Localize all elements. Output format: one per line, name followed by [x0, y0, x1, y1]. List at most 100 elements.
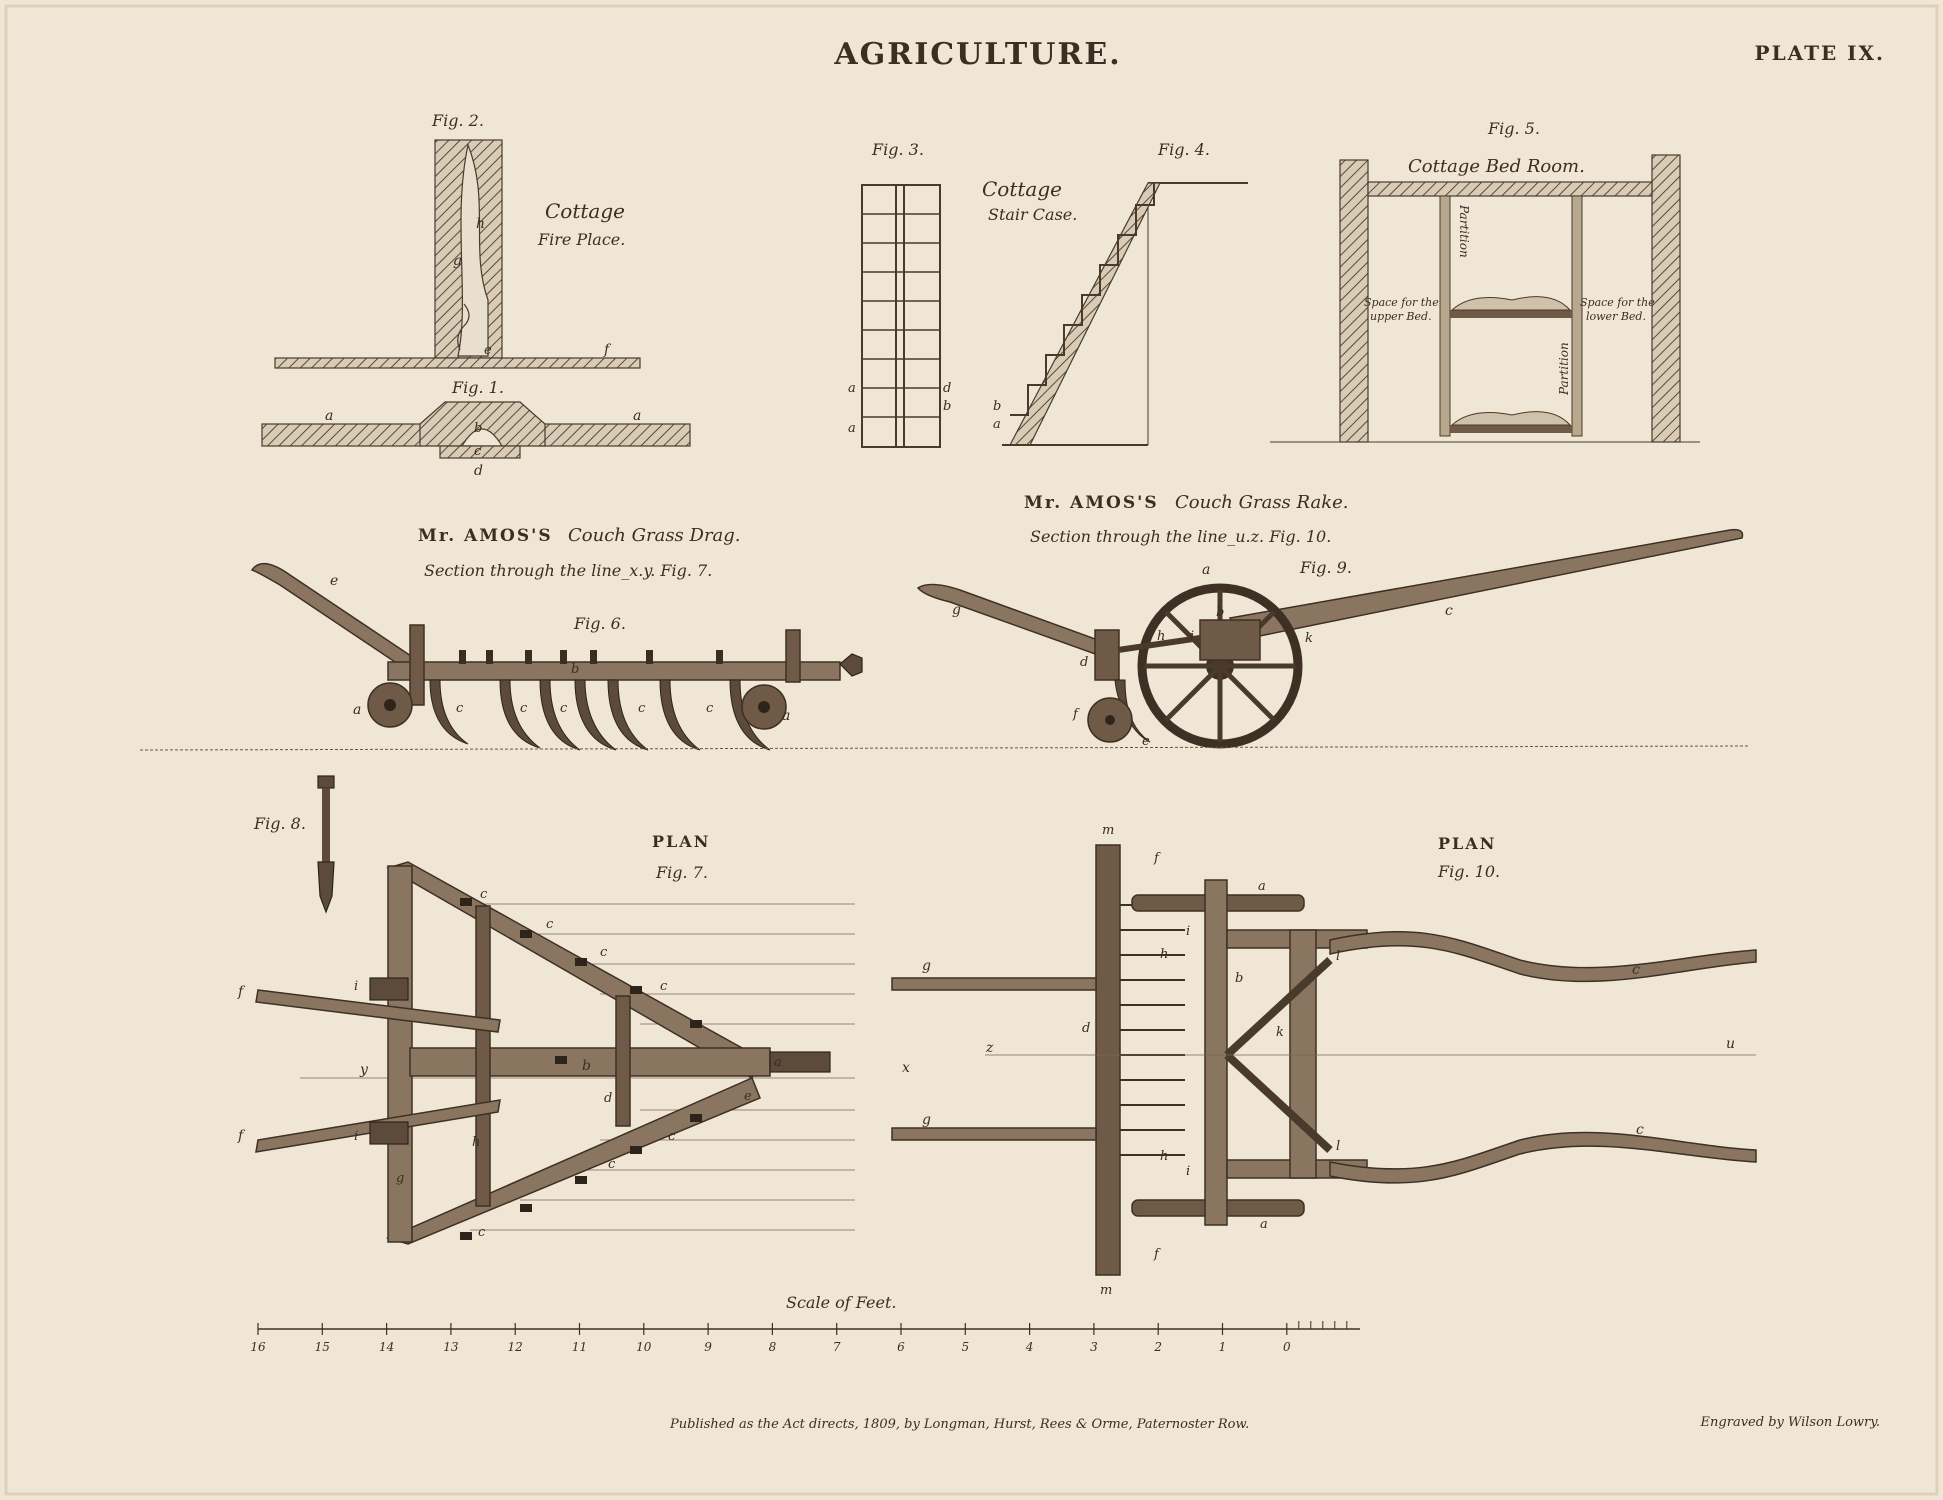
- plan-left-label: PLAN: [652, 832, 710, 851]
- drag-letter-c-2: c: [520, 701, 528, 716]
- upper-mattress: [1450, 296, 1572, 311]
- fig9-label: Fig. 9.: [1299, 558, 1352, 577]
- fig1-letter-b: b: [474, 421, 482, 436]
- ground-line: [139, 745, 1751, 751]
- fig10-rake-plan: PLAN Fig. 10. m m f f a a: [891, 823, 1757, 1298]
- fig7-letter-i-1: i: [354, 979, 358, 994]
- scale-number: 13: [443, 1340, 459, 1354]
- rake-title-name: Mr. AMOS'S: [1024, 493, 1159, 513]
- fig1-fireplace-plan: Fig. 1. a a b c d: [261, 378, 691, 479]
- rake-letter-g: g: [952, 602, 961, 618]
- fig7-letter-c-2: c: [546, 917, 554, 932]
- fig8-tine-bolt: Fig. 8.: [253, 775, 335, 914]
- fig7-letter-g: g: [396, 1171, 404, 1186]
- fig10-letter-u: u: [1726, 1036, 1735, 1052]
- fig10-letter-f-1: f: [1153, 851, 1161, 866]
- fig10-brace-lower: [1224, 1052, 1333, 1153]
- scale-number: 9: [704, 1340, 712, 1354]
- plate-title: AGRICULTURE.: [833, 37, 1121, 72]
- fig7-front-strut: [615, 995, 631, 1127]
- staircase-caption-1: Cottage: [982, 177, 1062, 201]
- fig1-letter-a-right: a: [633, 408, 641, 424]
- scale-number: 0: [1283, 1340, 1291, 1354]
- fig10-axle: [1204, 879, 1228, 1226]
- fireplace-floor: [274, 357, 641, 369]
- bedroom-caption: Cottage Bed Room.: [1408, 156, 1585, 177]
- drag-rear-upright: [785, 629, 801, 683]
- fig1-wall-right: [539, 423, 691, 447]
- fig10-handle-upper: [891, 977, 1097, 991]
- fig7-wheel-upper: [369, 977, 409, 1001]
- fig7-drag-plan: PLAN Fig. 7. f f: [237, 832, 910, 1245]
- rake-rake-head: [1094, 629, 1120, 681]
- fig5-cottage-bedroom: Fig. 5. Cottage Bed Room. Partition Part…: [1270, 119, 1700, 443]
- fig1-letter-a-left: a: [325, 408, 333, 424]
- fig7-wheel-lower: [369, 1121, 409, 1145]
- drag-letter-a-1: a: [353, 702, 361, 718]
- fig7-letter-c-5: c: [668, 1129, 676, 1144]
- scale-number: 8: [769, 1340, 777, 1354]
- rake-brace: [1117, 635, 1201, 653]
- fig10-letter-f-2: f: [1153, 1247, 1161, 1262]
- fig7-letter-i-2: i: [354, 1129, 358, 1144]
- drag-title-rest: Couch Grass Drag.: [568, 525, 741, 546]
- drag-letter-c-4: c: [638, 701, 646, 716]
- fig7-letter-d: d: [604, 1091, 612, 1106]
- fig10-letter-z: z: [985, 1040, 994, 1056]
- fig2-cottage-fireplace: Fig. 2. Cottage Fire Place. h g e f: [274, 111, 641, 369]
- rake-section-caption: Section through the line_u.z. Fig. 10.: [1030, 527, 1331, 546]
- fig5-label: Fig. 5.: [1487, 119, 1540, 138]
- fig8-point: [317, 861, 335, 914]
- fig10-brace-upper: [1224, 957, 1333, 1058]
- fig1-label: Fig. 1.: [451, 378, 504, 397]
- scale-number: 4: [1025, 1340, 1034, 1354]
- plate-number: PLATE IX.: [1755, 41, 1885, 65]
- fig8-shank: [322, 788, 330, 863]
- rake-letter-f: f: [1072, 707, 1080, 722]
- scale-label: Scale of Feet.: [786, 1293, 896, 1312]
- fig7-letter-c-4: c: [660, 979, 668, 994]
- fig7-handle-upper: [255, 989, 501, 1033]
- fig6-label: Fig. 6.: [573, 614, 626, 633]
- drag-title-name: Mr. AMOS'S: [418, 526, 553, 546]
- partition-right: [1571, 195, 1583, 437]
- fig10-letter-c-2: c: [1636, 1122, 1644, 1138]
- fig3-letter-a-1: a: [848, 381, 856, 396]
- fig3-stair-plan: Fig. 3. a a d b Cottage Stair Case.: [848, 140, 1077, 448]
- fig7-letter-a: a: [774, 1055, 782, 1070]
- fig8-bolt-head: [317, 775, 335, 789]
- fig1-base: [439, 445, 521, 459]
- fig4-letter-a: a: [993, 417, 1001, 432]
- fig7-letter-c-6: c: [608, 1157, 616, 1172]
- scale-number: 3: [1090, 1340, 1098, 1354]
- rake-title-rest: Couch Grass Rake.: [1175, 492, 1349, 513]
- upper-bed-board: [1450, 310, 1572, 318]
- rake-letter-i: i: [1190, 629, 1194, 644]
- rake-axle-block: [1199, 619, 1261, 661]
- upper-bed-label-1: Space for the: [1364, 296, 1439, 309]
- fig10-letter-g-2: g: [922, 1112, 931, 1128]
- drag-front-wheel-hub: [384, 699, 396, 711]
- rake-letter-h: h: [1157, 629, 1165, 644]
- rake-letter-k: k: [1305, 631, 1313, 646]
- fig6-couch-grass-drag: Mr. AMOS'S Couch Grass Drag. Section thr…: [250, 525, 863, 751]
- fig10-shaft-lower: [1329, 1131, 1757, 1184]
- plate-border: [4, 4, 1939, 1496]
- fig10-shaft-upper: [1329, 931, 1757, 983]
- rake-wheel-rim: [1137, 583, 1303, 749]
- plan-right-label: PLAN: [1438, 834, 1496, 853]
- fig10-handle-lower: [891, 1127, 1097, 1141]
- scale-number: 12: [508, 1340, 523, 1354]
- fig7-tine-holes: [460, 898, 702, 1240]
- fig4-letter-b: b: [993, 399, 1001, 414]
- fig10-letter-i-2: i: [1186, 1164, 1190, 1179]
- drag-letter-c-5: c: [706, 701, 714, 716]
- chimney-flue: [457, 142, 489, 357]
- drag-frame: [387, 661, 841, 681]
- fig8-label: Fig. 8.: [253, 814, 306, 833]
- rake-letter-a: a: [1202, 562, 1210, 578]
- fig10-letter-h-1: h: [1160, 947, 1168, 962]
